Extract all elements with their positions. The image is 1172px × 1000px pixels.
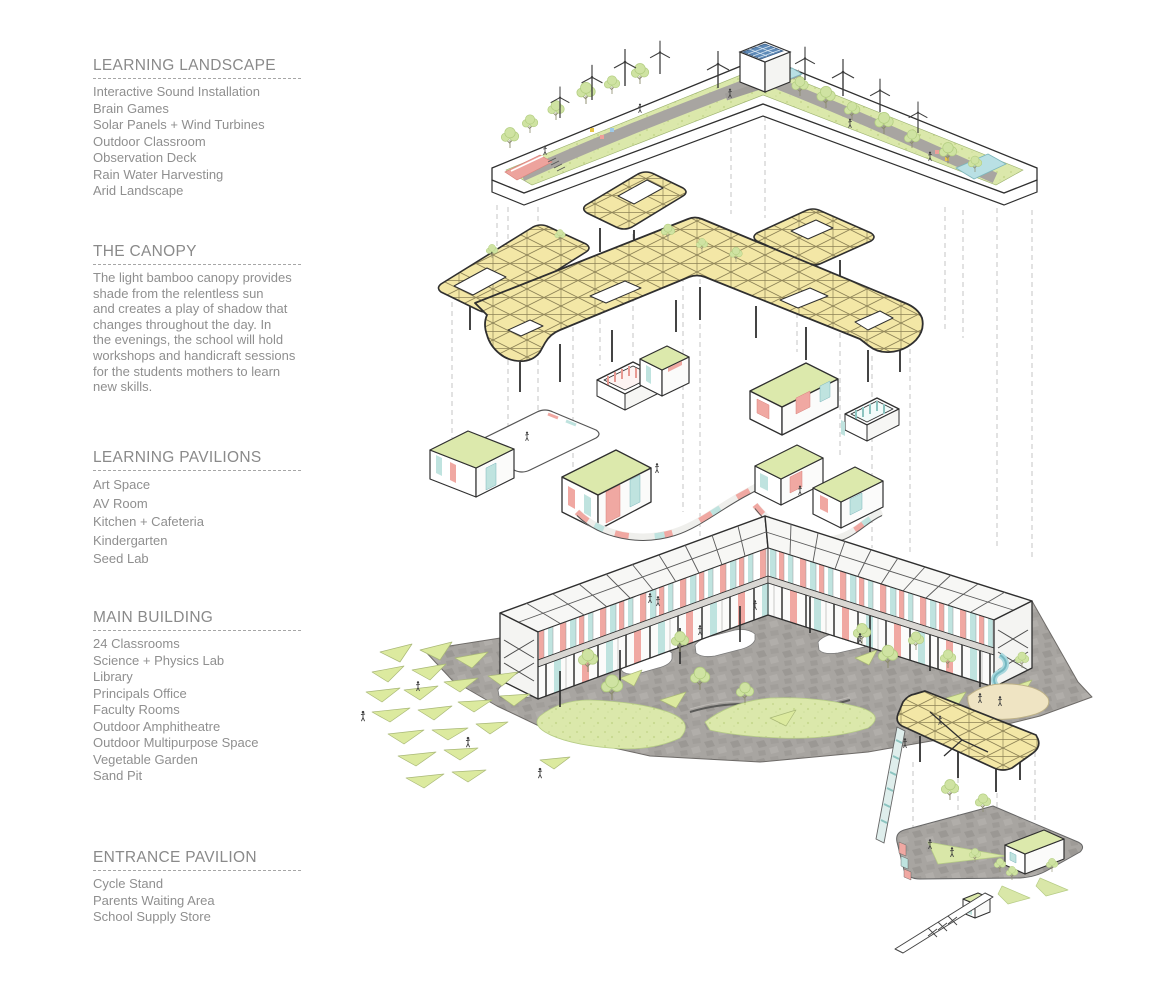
section-item: Observation Deck [93, 150, 197, 165]
canopy-openings [507, 280, 894, 337]
section-the-canopy: THE CANOPY The light bamboo canopy provi… [93, 243, 301, 395]
section-item: AV Room [93, 495, 148, 511]
section-item: Outdoor Classroom [93, 133, 206, 149]
section-item: Arid Landscape [93, 183, 184, 198]
amphitheatre-triangles [365, 641, 571, 789]
section-item: Parents Waiting Area [93, 892, 215, 908]
learning-pavilions-layer [429, 345, 900, 545]
bamboo-canopy-layer [437, 171, 924, 392]
canopy-opening [790, 219, 834, 240]
ribbon-wall-center [574, 482, 760, 541]
section-item: Solar Panels + Wind Turbines [93, 117, 265, 132]
section-item: 24 Classrooms [93, 636, 180, 651]
canopy-opening [617, 179, 664, 205]
roof-stairs [547, 157, 566, 172]
section-item: Outdoor Amphitheatre [93, 718, 221, 734]
plaza-edge-panels [898, 841, 912, 881]
ramp-ticks [880, 739, 903, 824]
section-heading: THE CANOPY [93, 243, 301, 265]
pavilion-seed-lab-a [754, 444, 824, 506]
section-learning-landscape: LEARNING LANDSCAPE Interactive Sound Ins… [93, 57, 301, 200]
section-item: Interactive Sound Installation [93, 84, 260, 99]
canopy-opening [453, 267, 507, 296]
plaza-green-strip [927, 841, 1007, 865]
section-item: Brain Games [93, 100, 169, 116]
section-item: Kitchen + Cafeteria [93, 514, 204, 530]
section-heading: MAIN BUILDING [93, 609, 301, 631]
section-item: Library [93, 669, 133, 684]
pavilion-teal-box [841, 397, 900, 442]
lawn-west [536, 699, 686, 750]
roadside-green [1035, 877, 1069, 897]
section-learning-pavilions: LEARNING PAVILIONS Art Space AV Room Kit… [93, 449, 301, 569]
roof-frame-grid [518, 523, 1014, 625]
section-item: Principals Office [93, 685, 187, 701]
section-heading: LEARNING PAVILIONS [93, 449, 301, 471]
solar-panel-box [738, 41, 792, 93]
canopy-piece-right [753, 208, 875, 266]
entrance-ramp [875, 726, 906, 844]
section-item: Faculty Rooms [93, 702, 180, 717]
pavilion-small-box [639, 345, 690, 397]
section-item: Cycle Stand [93, 876, 164, 891]
parents-waiting-box [1004, 829, 1065, 875]
canopy-branch-supports [929, 711, 989, 757]
boundary-wall [894, 892, 994, 954]
section-item: Art Space [93, 477, 151, 492]
section-heading: ENTRANCE PAVILION [93, 849, 301, 871]
section-heading: LEARNING LANDSCAPE [93, 57, 301, 79]
section-item: School Supply Store [93, 909, 211, 924]
section-item: Seed Lab [93, 551, 149, 567]
section-item: Kindergarten [93, 532, 168, 548]
roof-ramp-pink [504, 154, 553, 181]
pavilion-seed-lab-b [812, 466, 884, 529]
section-body: The light bamboo canopy provides shade f… [93, 270, 296, 395]
section-item: Sand Pit [93, 768, 143, 783]
learning-landscape-roof-layer [491, 40, 1038, 206]
pavilion-art-space [429, 430, 515, 498]
pavilion-kitchen [561, 449, 652, 531]
section-item: Outdoor Multipurpose Space [93, 735, 259, 750]
section-item: Rain Water Harvesting [93, 166, 224, 182]
entrance-pavilion-layer [875, 690, 1084, 954]
section-entrance-pavilion: ENTRANCE PAVILION Cycle Stand Parents Wa… [93, 849, 301, 926]
section-main-building: MAIN BUILDING 24 Classrooms Science + Ph… [93, 609, 301, 785]
pavilion-kindergarten [749, 362, 839, 436]
roof-ramp-stripe [510, 155, 544, 172]
entrance-canopy [896, 690, 1040, 771]
section-item: Science + Physics Lab [93, 652, 225, 668]
section-item: Vegetable Garden [93, 751, 198, 767]
roadside-green [997, 885, 1031, 905]
